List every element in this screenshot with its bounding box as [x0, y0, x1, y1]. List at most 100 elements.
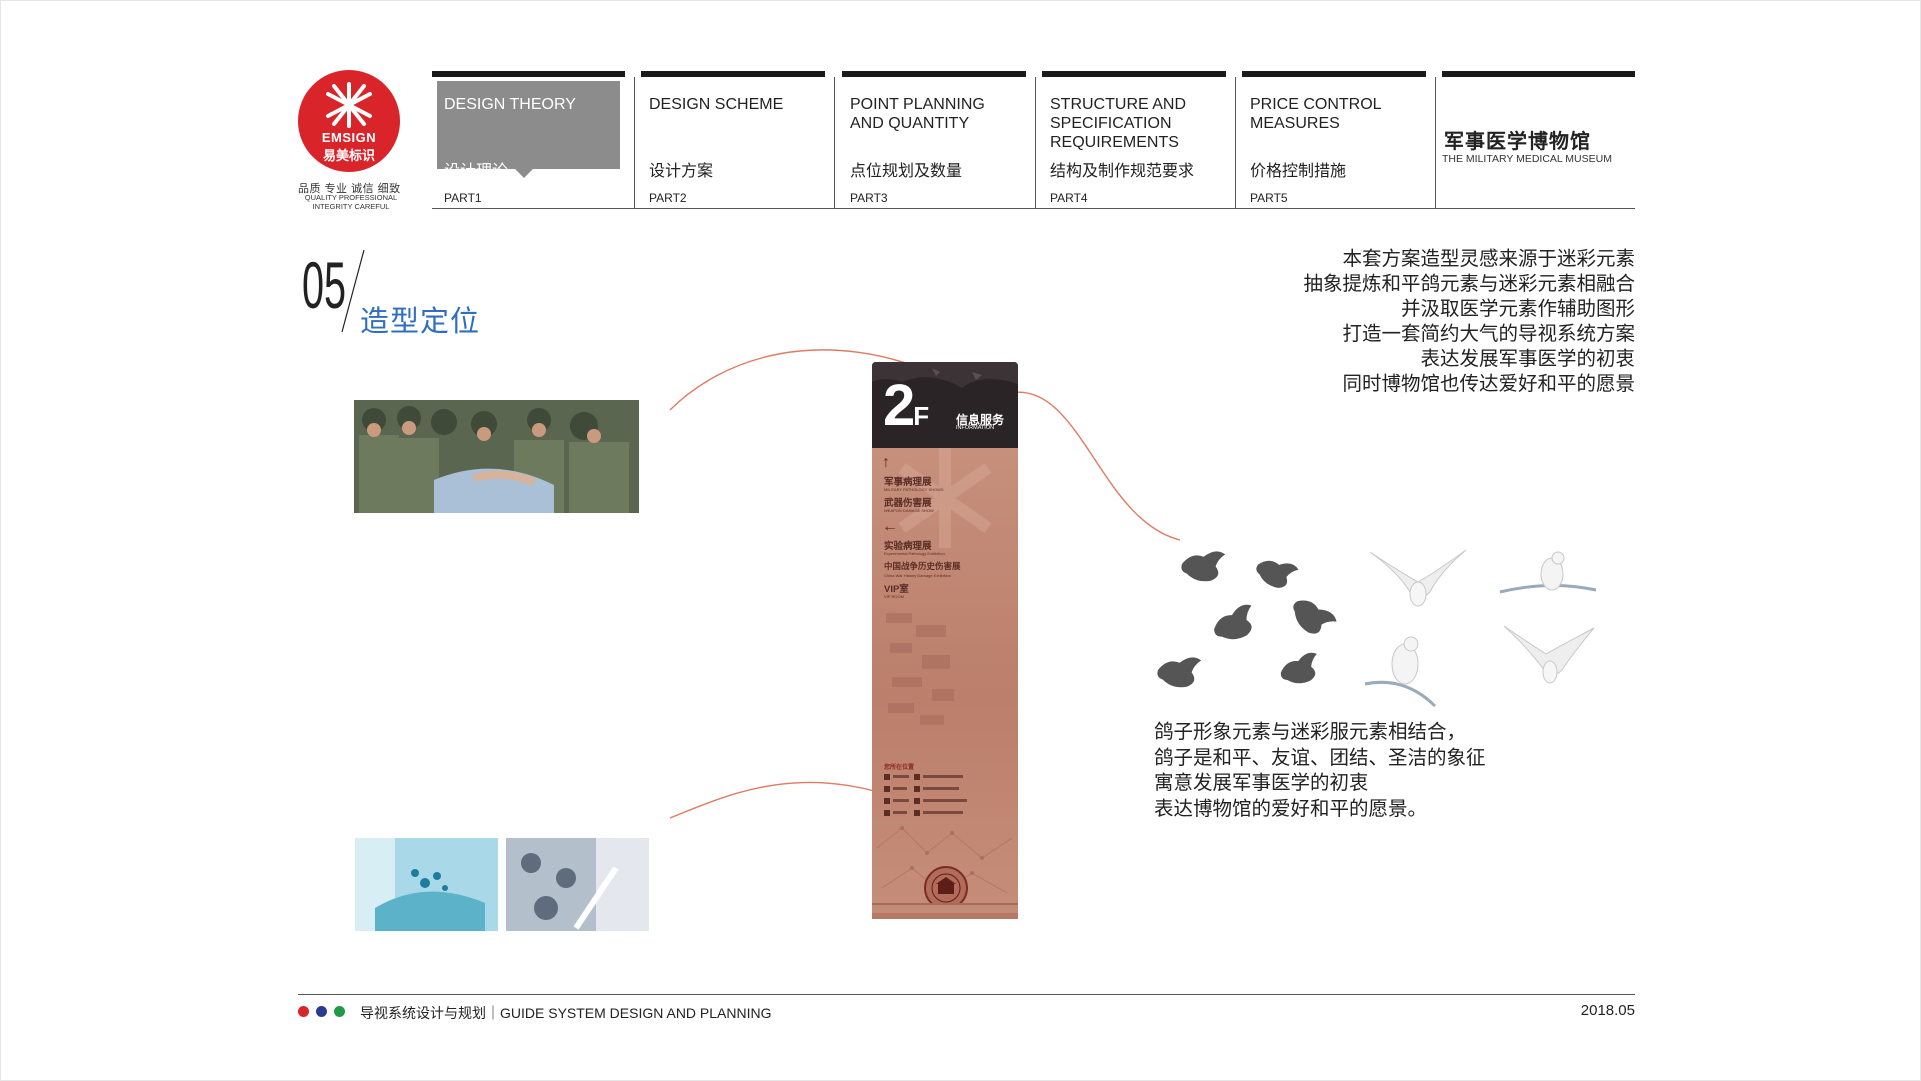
medical-photo-2 [506, 838, 649, 931]
tab-separator [1035, 77, 1036, 209]
intro-line: 同时博物馆也传达爱好和平的愿景 [1342, 373, 1635, 395]
dove-silhouette-icon [1209, 602, 1261, 646]
dove-caption-line: 鸽子形象元素与迷彩服元素相结合， [1154, 721, 1467, 743]
tab-design-theory[interactable]: DESIGN THEORY 设计理论 PART1 [432, 71, 635, 215]
sign-item-en: Experimental Pathology Exhibition [884, 551, 945, 556]
sign-item-cn: VIP室 [884, 584, 909, 595]
sign-item-cn: 实验病理展 [884, 541, 932, 552]
dove-silhouette-icon [1252, 553, 1300, 593]
dove-caption-line: 表达博物馆的爱好和平的愿景。 [1154, 797, 1428, 820]
dove-silhouette-icon [1157, 657, 1202, 688]
sign-info-en: INFORMATION [956, 425, 995, 431]
tab-label-en: STRUCTURE AND SPECIFICATION REQUIREMENTS [1050, 96, 1187, 151]
logo-star-icon [326, 82, 372, 128]
tab-label-cn: 设计方案 [649, 163, 714, 180]
museum-title-block: 军事医学博物馆 THE MILITARY MEDICAL MUSEUM [1442, 71, 1635, 209]
tab-part: PART4 [1050, 191, 1088, 205]
doves-illustration [1157, 549, 1597, 708]
intro-line: 并汲取医学元素作辅助图形 [1400, 298, 1635, 320]
medical-photo-1-illustration [355, 838, 498, 931]
sign-item-cn: 中国战争历史伤害展 [884, 561, 961, 571]
soldiers-photo [354, 400, 639, 513]
tab-label-cn: 价格控制措施 [1250, 163, 1347, 180]
header-rule [432, 208, 1635, 209]
tab-label-cn: 设计理论 [444, 163, 509, 180]
sign-floor-number: 2F [883, 373, 929, 446]
tab-label-cn: 点位规划及数量 [850, 163, 963, 180]
dove-silhouette-icon [1277, 651, 1324, 689]
tab-separator [634, 77, 635, 209]
intro-line: 打造一套简约大气的导视系统方案 [1342, 323, 1635, 345]
tab-label-en: DESIGN SCHEME [649, 96, 784, 113]
sign-base [872, 903, 1018, 919]
sign-item-en: WEAPON DAMAGE SHOW [884, 508, 934, 513]
tab-separator [1235, 77, 1236, 209]
logo-name-en: EMSIGN [321, 130, 377, 145]
dove-caption-line: 寓意发展军事医学的初衷 [1154, 772, 1369, 794]
sign-item-cn: 武器伤害展 [884, 498, 932, 509]
arrow-left-icon: ← [882, 518, 898, 535]
tab-part: PART5 [1250, 191, 1288, 205]
footer-rule [298, 994, 1635, 995]
tab-label-en: DESIGN THEORY [444, 96, 576, 113]
floor-number: 2 [883, 373, 915, 438]
white-dove-photos [1364, 549, 1597, 708]
dove-silhouette-icon [1285, 591, 1339, 643]
sign-item-en: MILITARY PATHOLOGY SHOWS [884, 487, 944, 492]
floor-suffix: F [913, 401, 929, 431]
medical-photo-2-illustration [506, 838, 649, 931]
tab-label-cn: 结构及制作规范要求 [1050, 163, 1195, 180]
arrow-up-icon: ↑ [882, 454, 890, 471]
sign-info-cn: 信息服务 [956, 413, 1005, 427]
footer-dot-red [298, 1006, 309, 1017]
wayfinding-sign: 2F 信息服务 INFORMATION ↑ 军事病理展 MILITARY PAT… [872, 362, 1018, 919]
tab-structure-specification[interactable]: STRUCTURE AND SPECIFICATION REQUIREMENTS… [1042, 71, 1236, 215]
tab-label-en: PRICE CONTROL MEASURES [1250, 96, 1381, 132]
slogan-cn: 品质 专业 诚信 细致 [298, 183, 401, 195]
tab-point-planning[interactable]: POINT PLANNING AND QUANTITY 点位规划及数量 PART… [842, 71, 1036, 215]
tab-price-control[interactable]: PRICE CONTROL MEASURES 价格控制措施 PART5 [1242, 71, 1436, 215]
tab-design-scheme[interactable]: DESIGN SCHEME 设计方案 PART2 [641, 71, 835, 215]
sign-item-en: China War History Damage Exhibition [884, 573, 951, 578]
intro-text: 本套方案造型灵感来源于迷彩元素 抽象提炼和平鸽元素与迷彩元素相融合 并汲取医学元… [1303, 247, 1635, 397]
footer-title: 导视系统设计与规划｜GUIDE SYSTEM DESIGN AND PLANNI… [360, 1005, 772, 1021]
dove-silhouette-icon [1181, 551, 1226, 582]
medical-photo-1 [355, 838, 498, 931]
soldiers-photo-illustration [354, 400, 639, 513]
section-slash [341, 249, 365, 333]
sign-item-cn: 军事病理展 [884, 477, 932, 488]
footer-dot-green [334, 1006, 345, 1017]
intro-line: 本套方案造型灵感来源于迷彩元素 [1342, 248, 1635, 270]
intro-line: 表达发展军事医学的初衷 [1420, 348, 1635, 370]
sign-legend-grid [884, 774, 967, 816]
sign-item-en: VIP ROOM [884, 594, 904, 599]
museum-name-cn: 军事医学博物馆 [1444, 129, 1591, 153]
sign-header: 2F 信息服务 INFORMATION [872, 362, 1018, 448]
logo-name-cn: 易美标识 [322, 148, 375, 163]
seal-illustration [931, 873, 961, 903]
museum-name-en: THE MILITARY MEDICAL MUSEUM [1442, 153, 1612, 165]
sign-map-placeholder [886, 613, 954, 725]
tab-separator [1435, 77, 1436, 209]
tab-part: PART2 [649, 191, 687, 205]
sign-body-watermark [876, 448, 1013, 895]
emsign-logo: EMSIGN 易美标识 [298, 70, 400, 172]
section-title: 造型定位 [360, 306, 481, 338]
dove-caption: 鸽子形象元素与迷彩服元素相结合， 鸽子是和平、友谊、团结、圣洁的象征 寓意发展军… [1154, 720, 1486, 822]
sign-base-top [872, 905, 1018, 913]
tab-label-en: POINT PLANNING AND QUANTITY [850, 96, 985, 132]
tab-part: PART3 [850, 191, 888, 205]
sign-body: ↑ 军事病理展 MILITARY PATHOLOGY SHOWS 武器伤害展 W… [872, 448, 1018, 910]
footer-dot-blue [316, 1006, 327, 1017]
sign-camo-pattern [872, 362, 1018, 388]
footer-date: 2018.05 [1580, 1002, 1635, 1019]
slogan-en: QUALITY PROFESSIONAL INTEGRITY CAREFUL [304, 193, 398, 211]
tab-separator [834, 77, 835, 209]
intro-line: 抽象提炼和平鸽元素与迷彩元素相融合 [1303, 273, 1635, 295]
active-tab-panel [437, 81, 620, 169]
tab-part: PART1 [444, 191, 482, 205]
dove-caption-line: 鸽子是和平、友谊、团结、圣洁的象征 [1154, 746, 1486, 769]
section-number: 05 [302, 248, 347, 322]
sign-legend-label: 您所在位置 [884, 765, 915, 771]
active-tab-pointer [515, 169, 533, 178]
